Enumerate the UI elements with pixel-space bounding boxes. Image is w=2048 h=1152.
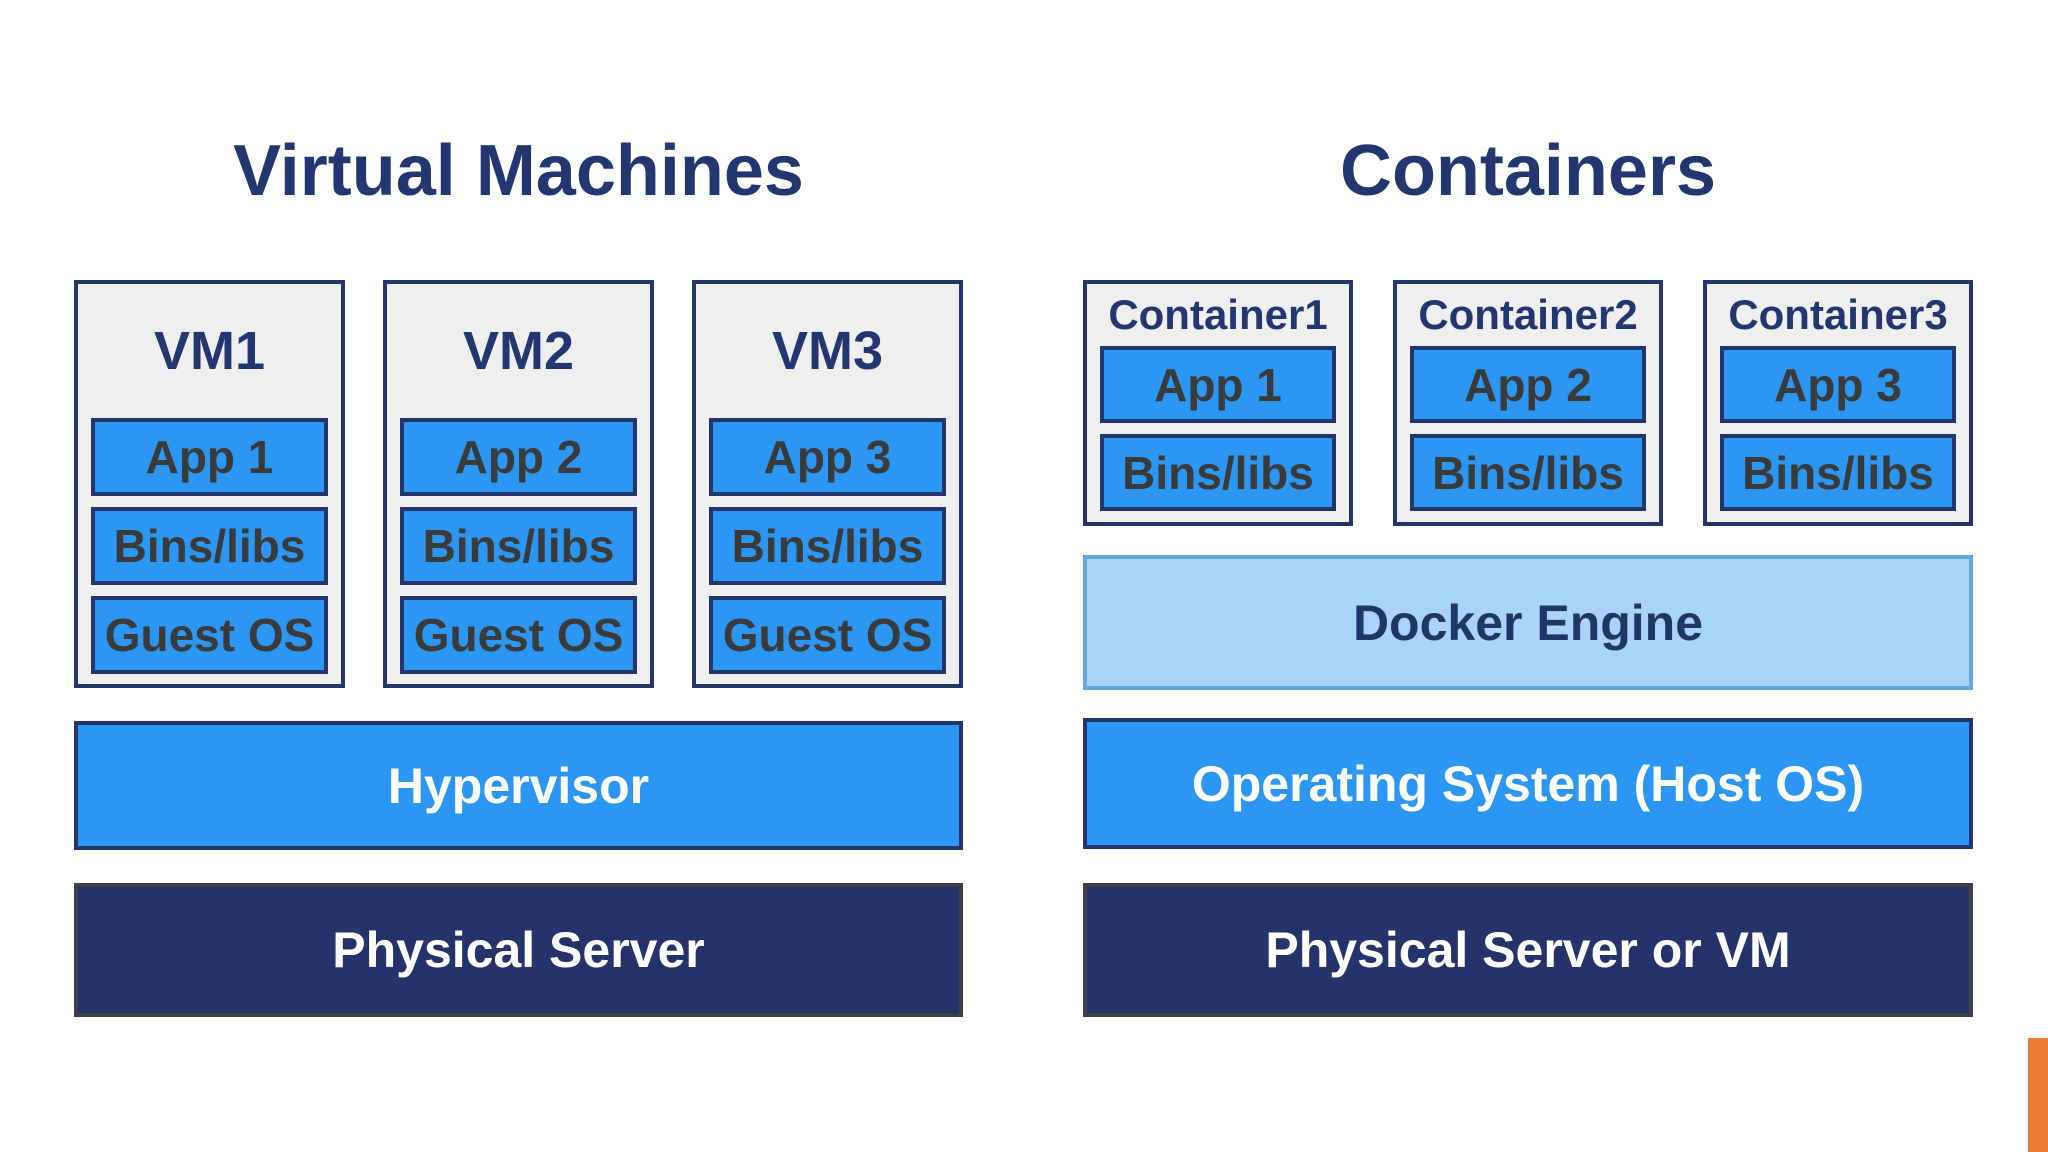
host-os-bar: Operating System (Host OS) (1083, 718, 1973, 849)
vm1-card: VM1 App 1 Bins/libs Guest OS (74, 280, 345, 688)
orange-accent-stripe (2028, 1038, 2048, 1152)
container3-card: Container3 App 3 Bins/libs (1703, 280, 1973, 526)
vm2-app-layer: App 2 (400, 418, 637, 496)
virtual-machines-title: Virtual Machines (233, 131, 804, 211)
containers-title: Containers (1339, 131, 1717, 211)
container2-app-layer: App 2 (1410, 346, 1646, 423)
vm2-binslibs-layer: Bins/libs (400, 507, 637, 585)
container1-app-layer: App 1 (1100, 346, 1336, 423)
docker-engine-bar: Docker Engine (1083, 555, 1973, 690)
container2-label: Container2 (1418, 291, 1638, 338)
container2-card: Container2 App 2 Bins/libs (1393, 280, 1663, 526)
container3-layers: App 3 Bins/libs (1707, 346, 1969, 523)
container-cards-row: Container1 App 1 Bins/libs Container2 Ap… (1083, 280, 1973, 526)
vm3-layers: App 3 Bins/libs Guest OS (696, 418, 959, 686)
vm1-label: VM1 (153, 321, 266, 381)
vm-cards-row: VM1 App 1 Bins/libs Guest OS VM2 App 2 B… (74, 280, 963, 688)
vm3-app-layer: App 3 (709, 418, 946, 496)
container1-layers: App 1 Bins/libs (1087, 346, 1349, 523)
vm1-binslibs-layer: Bins/libs (91, 507, 328, 585)
vm1-guestos-layer: Guest OS (91, 596, 328, 674)
container2-layers: App 2 Bins/libs (1397, 346, 1659, 523)
physical-server-bar: Physical Server (74, 883, 963, 1017)
vm2-guestos-layer: Guest OS (400, 596, 637, 674)
container1-label: Container1 (1108, 291, 1328, 338)
container1-card: Container1 App 1 Bins/libs (1083, 280, 1353, 526)
vm3-label: VM3 (771, 321, 884, 381)
vm1-layers: App 1 Bins/libs Guest OS (78, 418, 341, 686)
vm3-binslibs-layer: Bins/libs (709, 507, 946, 585)
container1-binslibs-layer: Bins/libs (1100, 434, 1336, 511)
container3-app-layer: App 3 (1720, 346, 1956, 423)
container3-binslibs-layer: Bins/libs (1720, 434, 1956, 511)
container2-binslibs-layer: Bins/libs (1410, 434, 1646, 511)
vm3-guestos-layer: Guest OS (709, 596, 946, 674)
vm2-label: VM2 (462, 321, 575, 381)
vm2-card: VM2 App 2 Bins/libs Guest OS (383, 280, 654, 688)
vm1-app-layer: App 1 (91, 418, 328, 496)
container3-label: Container3 (1728, 291, 1948, 338)
hypervisor-bar: Hypervisor (74, 721, 963, 850)
physical-server-or-vm-bar: Physical Server or VM (1083, 883, 1973, 1017)
vm2-layers: App 2 Bins/libs Guest OS (387, 418, 650, 686)
vm3-card: VM3 App 3 Bins/libs Guest OS (692, 280, 963, 688)
